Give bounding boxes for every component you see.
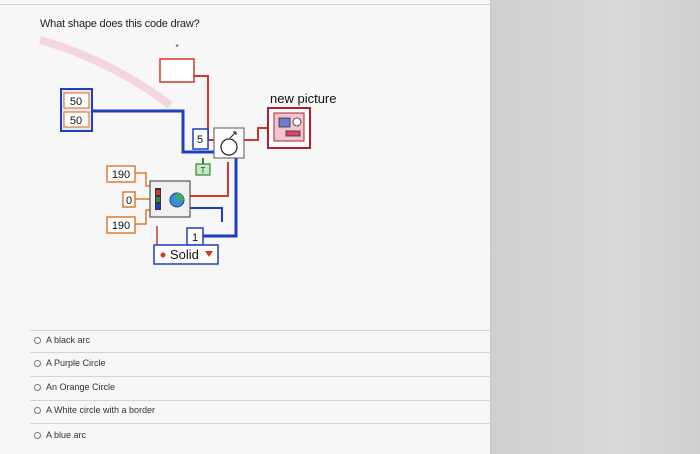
wire-190-a [135, 172, 150, 187]
radio-icon[interactable] [34, 431, 41, 439]
circle-glyph [220, 138, 238, 156]
fill-style-label: Solid [170, 247, 199, 262]
enum-dropdown-icon [205, 251, 213, 257]
fill-style-enum [153, 244, 219, 265]
point-x-box [63, 92, 90, 109]
bool-label: T [201, 166, 206, 175]
color-green-glyph [156, 197, 160, 202]
size-value-2: 0 [126, 195, 132, 207]
radius-value: 5 [197, 134, 203, 146]
option-divider [30, 400, 490, 401]
count-value: 1 [192, 232, 198, 244]
color-red-glyph [156, 190, 160, 195]
option-d[interactable]: A White circle with a border [34, 402, 155, 418]
radio-icon[interactable] [34, 406, 41, 414]
question-text: What shape does this code draw? [40, 18, 200, 30]
wire-color-blue [190, 207, 223, 222]
option-label: A White circle with a border [46, 405, 156, 415]
size-value-1: 190 [112, 169, 130, 181]
new-picture-label: new picture [270, 91, 336, 106]
point-x-value: 50 [70, 96, 82, 108]
option-a[interactable]: A black arc [34, 332, 90, 348]
size-box-1 [106, 165, 136, 183]
option-label: A black arc [46, 335, 91, 345]
wire-190-b [135, 209, 150, 225]
empty-top-box [159, 58, 195, 83]
option-divider [30, 376, 490, 377]
highlight-smear [38, 36, 173, 109]
size-box-3 [106, 216, 136, 234]
radio-icon[interactable] [34, 336, 41, 344]
size-value-3: 190 [112, 220, 130, 232]
arrow-glyph [229, 131, 237, 139]
size-box-2 [122, 191, 136, 208]
question-card [0, 0, 491, 454]
option-e[interactable]: A blue arc [34, 427, 86, 443]
option-divider [30, 423, 490, 424]
block-diagram: * 50 50 5 T new picture 190 0 190 1 Soli… [38, 36, 336, 265]
option-label: A Purple Circle [46, 358, 106, 368]
radio-icon[interactable] [34, 359, 41, 367]
option-label: An Orange Circle [46, 382, 116, 392]
wire-color-red [190, 162, 229, 197]
option-divider [30, 330, 490, 331]
point-y-box [63, 111, 90, 128]
radio-icon[interactable] [34, 383, 41, 391]
right-gutter [491, 0, 700, 454]
top-divider [0, 4, 490, 5]
picture-shape-bar [285, 130, 301, 137]
draw-circle-node [213, 127, 245, 159]
top-box-marker: * [175, 43, 178, 52]
point-y-value: 50 [70, 115, 82, 127]
option-divider [30, 352, 490, 353]
wire-count-blue [203, 158, 238, 238]
option-b[interactable]: A Purple Circle [34, 355, 106, 371]
picture-shape-square [278, 117, 291, 128]
radius-box [192, 128, 209, 150]
wire-top-red [194, 75, 216, 141]
wire-point-blue [92, 109, 214, 154]
enum-dot [160, 252, 166, 258]
bool-constant [195, 163, 211, 176]
color-blue-glyph [156, 204, 160, 209]
option-label: A blue arc [46, 430, 87, 440]
color-wheel-slice [177, 193, 184, 200]
wire-to-picture [244, 127, 268, 141]
picture-shape-circle [292, 117, 302, 127]
option-c[interactable]: An Orange Circle [34, 379, 115, 395]
